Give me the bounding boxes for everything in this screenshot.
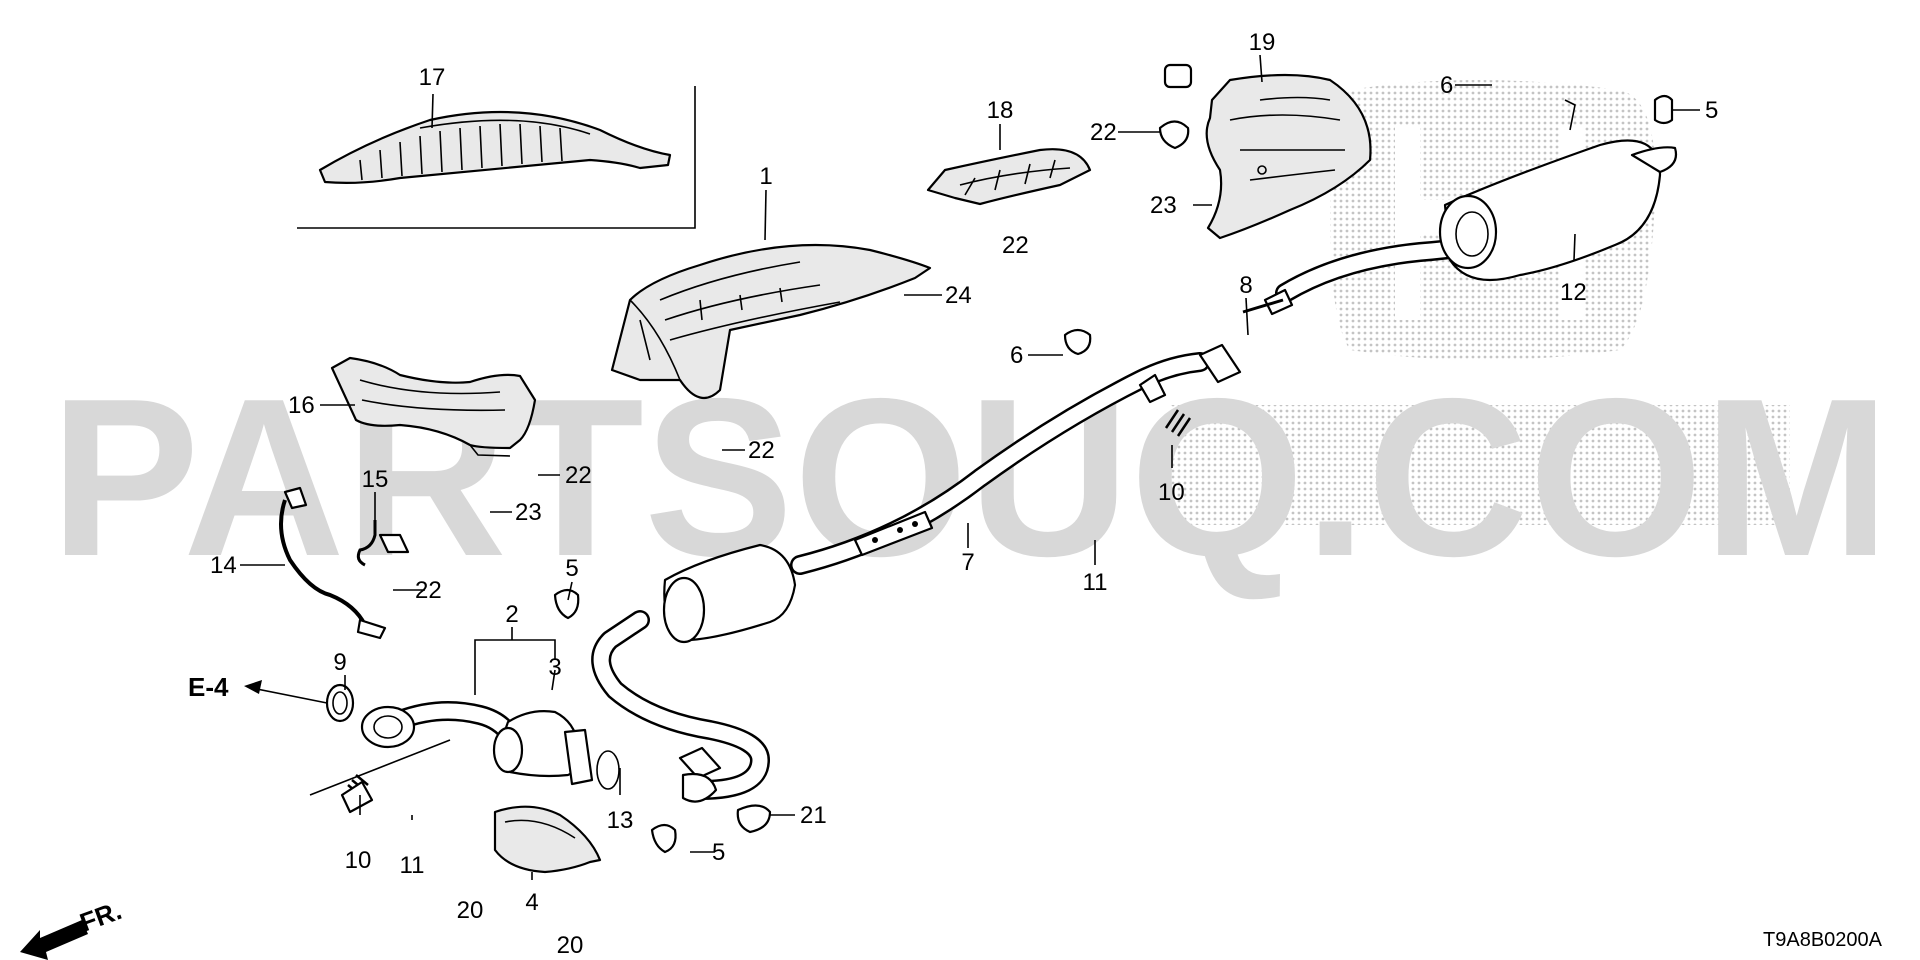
callout-4: 4 [525, 889, 538, 916]
callout-19: 19 [1249, 29, 1276, 56]
heat-shield-18 [926, 148, 1092, 206]
resonator [662, 543, 797, 644]
callout-8: 8 [1239, 272, 1252, 299]
callout-3: 3 [548, 654, 561, 681]
callout-24: 24 [945, 282, 972, 309]
callout-23-a: 23 [1150, 192, 1177, 219]
callout-11-a: 11 [1083, 569, 1108, 596]
heat-shield-1 [610, 243, 932, 400]
callout-labels: 17 18 19 1 22 22 23 6 5 12 8 24 6 16 22 … [210, 29, 1718, 959]
callout-21: 21 [800, 802, 827, 829]
direction-label: FR. [76, 895, 126, 938]
callout-12: 12 [1560, 279, 1587, 306]
bracket-15 [356, 520, 410, 567]
callout-22-e: 22 [415, 577, 442, 604]
heat-shield-19 [1205, 73, 1372, 240]
reference-arrow-e4 [244, 680, 328, 704]
center-pipe-7 [591, 343, 1242, 803]
watermark-dot-band [1170, 405, 1790, 525]
callout-22-b: 22 [1002, 232, 1029, 259]
heat-shield-16 [330, 356, 537, 457]
callout-23-b: 23 [515, 499, 542, 526]
callout-15: 15 [362, 466, 389, 493]
callout-22-a: 22 [1090, 119, 1117, 146]
callout-16: 16 [288, 392, 315, 419]
diagram-code: T9A8B0200A [1763, 929, 1883, 951]
callout-1: 1 [759, 163, 772, 190]
callout-17: 17 [419, 64, 446, 91]
muffler-12 [1275, 99, 1678, 303]
callout-7: 7 [961, 549, 974, 576]
callout-13: 13 [607, 807, 634, 834]
front-direction-arrow [20, 920, 88, 960]
callout-2: 2 [505, 601, 518, 628]
callout-18: 18 [987, 97, 1014, 124]
callout-20-b: 20 [557, 932, 584, 959]
heat-shield-17 [318, 110, 672, 184]
callout-14: 14 [210, 552, 237, 579]
callout-5-b: 5 [565, 555, 578, 582]
reference-label: E-4 [188, 672, 229, 702]
callout-5-c: 5 [712, 839, 725, 866]
leader-lines [240, 54, 1700, 880]
callout-6-b: 6 [1010, 342, 1023, 369]
hardware [325, 63, 1674, 854]
callout-11-b: 11 [400, 852, 425, 879]
callout-22-d: 22 [565, 462, 592, 489]
callout-22-c: 22 [748, 437, 775, 464]
inset-frame [297, 86, 696, 229]
callout-9: 9 [333, 649, 346, 676]
cover-4 [493, 805, 602, 874]
callout-5-a: 5 [1705, 97, 1718, 124]
converter-pipe-2 [360, 701, 594, 786]
callout-20-a: 20 [457, 897, 484, 924]
callout-10-b: 10 [345, 847, 372, 874]
callout-6-a: 6 [1440, 72, 1453, 99]
callout-10-a: 10 [1158, 479, 1185, 506]
oxygen-sensor-14 [279, 486, 387, 640]
